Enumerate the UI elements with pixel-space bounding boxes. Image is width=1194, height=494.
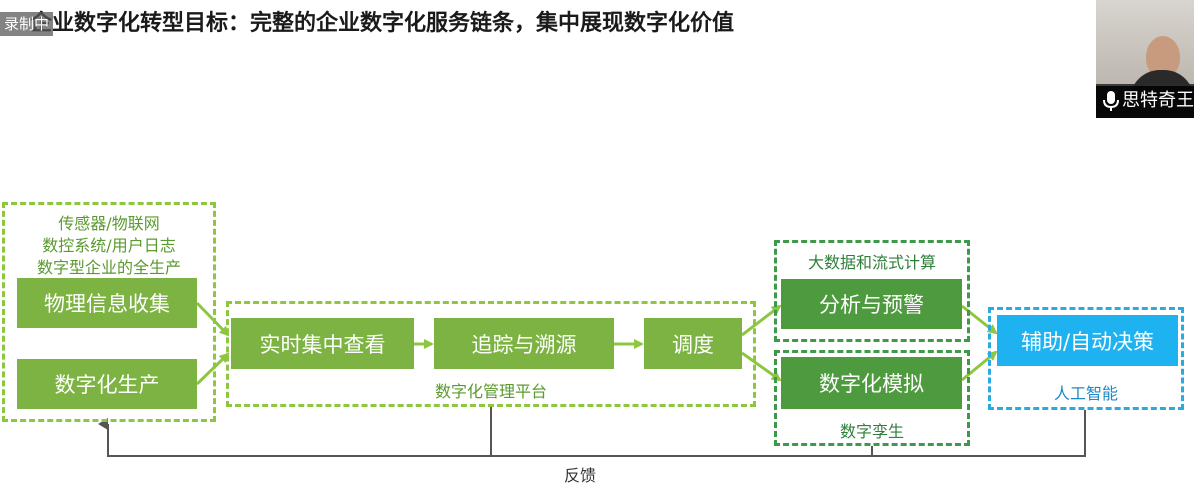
recording-badge: 录制中 <box>0 12 54 36</box>
participant-name: 思特奇王 <box>1122 90 1194 111</box>
node-dispatch[interactable]: 调度 <box>644 318 742 369</box>
arrow-collect-to-view <box>195 301 230 337</box>
node-realtime-view[interactable]: 实时集中查看 <box>231 318 414 369</box>
source-caption-line-1: 传感器/物联网 <box>58 214 160 233</box>
node-analysis-warning[interactable]: 分析与预警 <box>781 279 962 329</box>
node-digital-simulation[interactable]: 数字化模拟 <box>781 357 962 409</box>
big-data-label: 大数据和流式计算 <box>807 253 936 272</box>
node-physical-collection[interactable]: 物理信息收集 <box>17 278 197 328</box>
node-digital-production[interactable]: 数字化生产 <box>17 359 197 409</box>
management-platform-group <box>226 301 756 407</box>
feedback-label: 反馈 <box>563 466 596 485</box>
node-assisted-decision[interactable]: 辅助/自动决策 <box>997 315 1178 366</box>
video-background <box>1096 0 1194 84</box>
source-caption-line-3: 数字型企业的全生产 <box>36 258 181 277</box>
arrow-dispatch-to-analysis <box>741 304 782 337</box>
big-data-group <box>774 240 970 342</box>
video-tile[interactable]: 思特奇王 <box>1096 0 1194 118</box>
slide-title: 企业数字化转型目标：完整的企业数字化服务链条，集中展现数字化价值 <box>30 11 735 36</box>
node-trace-source[interactable]: 追踪与溯源 <box>434 318 614 369</box>
digital-twin-group <box>774 350 970 446</box>
arrow-production-to-view <box>195 352 230 386</box>
ai-label: 人工智能 <box>1053 384 1118 403</box>
feedback-line <box>98 410 1086 457</box>
ai-group <box>988 307 1184 410</box>
microphone-icon <box>1103 91 1119 111</box>
digital-twin-label: 数字孪生 <box>839 422 904 441</box>
arrow-dispatch-to-simulation <box>741 351 782 382</box>
source-group <box>2 202 216 422</box>
management-platform-label: 数字化管理平台 <box>434 382 547 401</box>
source-caption-line-2: 数控系统/用户日志 <box>42 236 176 255</box>
